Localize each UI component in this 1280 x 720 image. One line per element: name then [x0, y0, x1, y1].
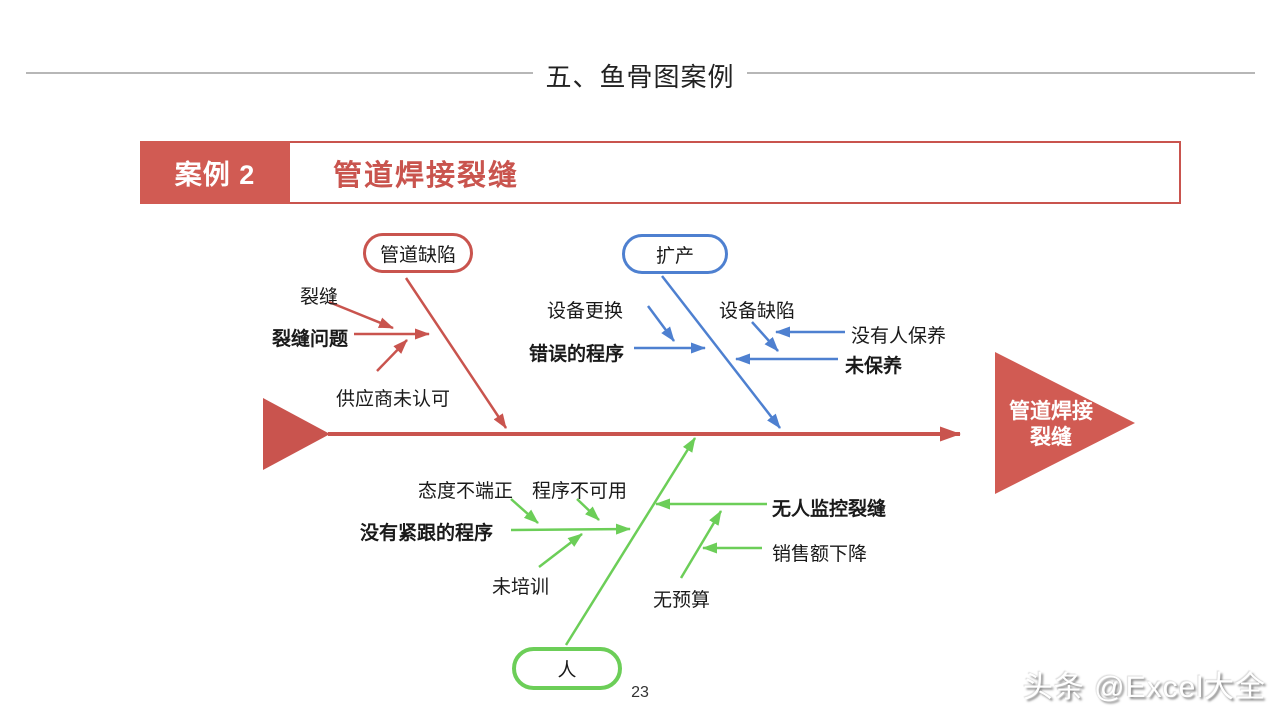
cause-label-bad-attitude: 态度不端正	[418, 481, 514, 502]
cause-label-no-one-maintains: 没有人保养	[851, 326, 947, 347]
effect-label: 管道焊接 裂缝	[997, 399, 1105, 451]
fish-head-triangle	[995, 352, 1135, 494]
effect-label-line2: 裂缝	[1030, 426, 1072, 449]
cause-label-no-followed-procedure: 没有紧跟的程序	[360, 523, 494, 544]
cause-arrow-bad-attitude	[510, 498, 539, 524]
case-number-badge: 案例 2	[140, 141, 290, 204]
cause-arrow-no-followed-procedure	[510, 523, 631, 535]
cause-label-no-crack-monitoring: 无人监控裂缝	[772, 499, 887, 520]
cause-label-untrained: 未培训	[492, 577, 550, 598]
cause-arrow-procedure-unusable	[576, 498, 600, 521]
cause-arrow-equipment-defect	[751, 321, 779, 352]
fish-tail-triangle	[263, 398, 330, 470]
branch-bone-pipe-defect	[404, 277, 508, 429]
effect-label-line1: 管道焊接	[1009, 400, 1093, 423]
page-number: 23	[631, 684, 649, 701]
category-oval-expansion: 扩产	[622, 234, 728, 274]
case-banner-border	[140, 141, 1181, 204]
cause-label-not-maintained: 未保养	[845, 356, 903, 377]
cause-label-crack-problem: 裂缝问题	[272, 329, 349, 350]
cause-label-wrong-procedure: 错误的程序	[529, 344, 625, 365]
cause-arrow-untrained	[538, 533, 583, 568]
page-title: 五、鱼骨图案例	[0, 57, 1280, 94]
cause-label-equipment-replacement: 设备更换	[547, 301, 624, 322]
cause-arrow-equipment-replacement	[646, 305, 676, 342]
branch-bone-people	[564, 437, 697, 646]
watermark: 头条 @Excel大全	[1022, 671, 1266, 704]
cause-arrow-supplier-not-approved	[376, 339, 408, 372]
cause-label-equipment-defect: 设备缺陷	[719, 301, 796, 322]
cause-arrow-crack	[328, 300, 394, 330]
cause-label-procedure-unusable: 程序不可用	[532, 481, 628, 502]
cause-label-supplier-not-approved: 供应商未认可	[336, 389, 451, 410]
case-title: 管道焊接裂缝	[333, 159, 520, 192]
cause-label-no-budget: 无预算	[653, 590, 711, 611]
cause-arrow-no-budget	[679, 510, 723, 579]
branch-bone-expansion	[661, 275, 781, 429]
category-oval-people: 人	[512, 647, 622, 690]
case-banner: 案例 2 管道焊接裂缝	[140, 141, 1181, 204]
cause-label-sales-decline: 销售额下降	[772, 544, 868, 565]
category-oval-pipe-defect: 管道缺陷	[363, 233, 473, 273]
page-title-text: 五、鱼骨图案例	[533, 62, 747, 92]
cause-label-crack: 裂缝	[300, 287, 339, 308]
